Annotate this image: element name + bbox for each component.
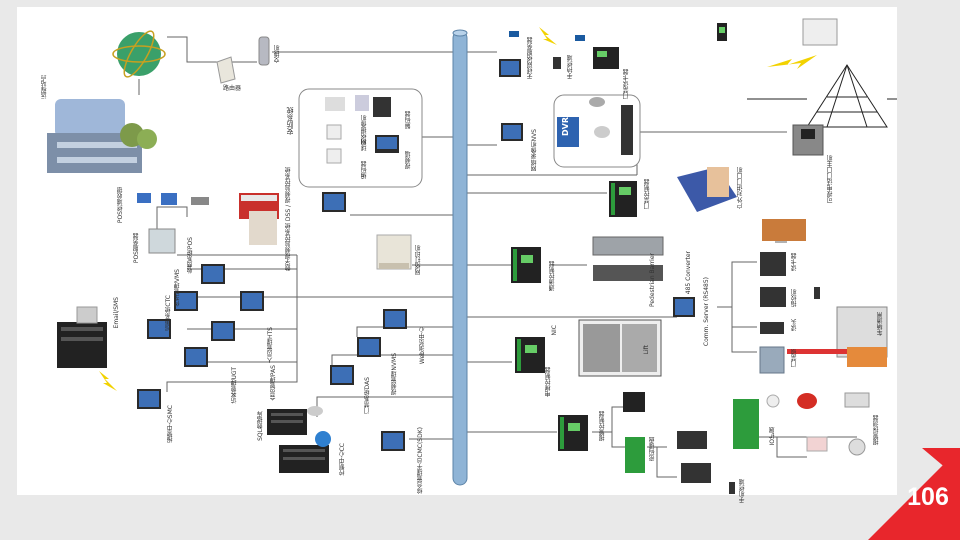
wireless-devices: [509, 31, 619, 69]
smc-label: 报警中心SMC: [167, 405, 174, 443]
door-station-label: 门禁读卡器: [623, 69, 630, 99]
network-backbone-bus: [452, 29, 468, 486]
switch-icon: [258, 36, 270, 66]
pas-label: 会员管理PAS: [270, 365, 277, 401]
pos-system-label: 收费系统POS: [187, 237, 194, 274]
door-label: 门禁锁: [791, 349, 798, 367]
pedestrian-label: Pedestrian Barrier: [649, 253, 656, 308]
access-controllers: [511, 181, 637, 451]
lift-label: Lift: [643, 345, 650, 355]
handheld-label: 手持终端: [567, 55, 574, 79]
dome-label: 球机: [361, 139, 368, 151]
intercom-devices: [717, 18, 838, 156]
visitor-gate: [677, 167, 737, 212]
hts-label: 人员管理HTS: [267, 327, 274, 363]
nvms-label: 视频管理NVMS: [391, 353, 398, 395]
reader2-label: 读头: [791, 319, 798, 331]
barrier-label: 车辆道闸: [877, 312, 884, 336]
elevator-label: 电梯控制器: [545, 367, 552, 397]
das-label: 门禁系统DAS: [364, 377, 371, 414]
parking-vms-label: 停车管理VMS: [174, 269, 181, 307]
router-icon: [216, 56, 236, 84]
connection-lines: [138, 36, 857, 478]
pos-devices: [137, 193, 209, 254]
email-sms-server: [57, 306, 107, 368]
fingerprint-label: 指纹机: [791, 289, 798, 307]
pedestrian-barriers: [592, 236, 664, 281]
keypad-label: 密码键盘: [649, 437, 656, 461]
alarm-label: 报警探测器: [873, 415, 880, 445]
tower-label: 可视电话门口主机: [827, 155, 834, 203]
wireless-label: 无线网络服务器: [527, 37, 534, 79]
keypad-devices: [623, 252, 820, 494]
dss-storage-icon: [239, 193, 279, 245]
reader-label: 读卡器: [791, 253, 798, 271]
video-wall-label: 视频墙: [405, 151, 412, 169]
printer-label: 网络打印机: [415, 245, 422, 275]
cc-label: 控制中心CC: [339, 443, 346, 476]
alarm-devices: [766, 392, 870, 456]
city-buildings-icon: [47, 99, 157, 173]
nic-label: NIC: [551, 325, 558, 336]
entrance-label: 门禁控制器: [644, 179, 651, 209]
converter-label: 485 Converter: [685, 251, 692, 295]
security-system-box: [298, 88, 423, 188]
dvr-label: DVR: [561, 117, 570, 136]
ctc-label: 巡更系统CTC: [165, 295, 172, 331]
system-architecture-diagram: [47, 18, 897, 494]
pos-terminal-label: POS终端收银: [117, 187, 124, 224]
web-label: Web浏览中心: [419, 327, 426, 365]
vehicle-barrier: [787, 306, 888, 367]
network-printer: [376, 234, 412, 270]
wooden-door: [762, 219, 806, 241]
workstation-monitors: [137, 59, 695, 451]
internet-label: 远程站点: [41, 75, 48, 99]
dss-label: 数字视频监控系统 DSS / 视频监控系统: [285, 167, 292, 271]
page-number-badge: 106: [868, 448, 960, 540]
database-servers: [267, 406, 331, 473]
decoder-label: 解码器: [405, 111, 412, 129]
comm-server-label: Comm. Server (RS485): [703, 277, 710, 347]
pos-server-label: POS服务器: [133, 233, 140, 264]
lift-icon: [578, 319, 662, 377]
sql-label: SQL数据库: [257, 411, 264, 441]
nvs-label: 网络录像机NVS: [531, 129, 538, 172]
mobile-label: 手机终端: [739, 479, 746, 503]
dvr-box: [553, 94, 641, 168]
internet-globe-icon: [112, 30, 166, 78]
wireless-lightning-icons: [99, 27, 817, 391]
turnstile-label: 通道控制器: [549, 261, 556, 291]
slide: 远程站点 路由器 交换机 安防系统 数字视频监控系统 DSS / 视频监控系统 …: [17, 7, 897, 503]
switch-label: 交换机: [274, 45, 281, 63]
outdoor-station-label: 户外对讲门口机: [737, 167, 744, 209]
cmc-label: 综合管理平台CMC(SDK): [417, 427, 424, 494]
io-boards: [625, 399, 759, 473]
page-number: 106: [907, 483, 949, 511]
io-label: IO扩展: [769, 427, 776, 446]
router-label: 路由器: [223, 85, 242, 92]
encoder-label: 编码器: [361, 161, 368, 179]
email-sms-label: Email/SMS: [113, 297, 120, 329]
radio-tower-icon: [747, 64, 897, 128]
ugt-label: 访客管理UGT: [231, 367, 238, 404]
security-box-label: 安防系统: [286, 107, 294, 135]
alarm-panel-label: 报警控制器: [599, 411, 606, 441]
